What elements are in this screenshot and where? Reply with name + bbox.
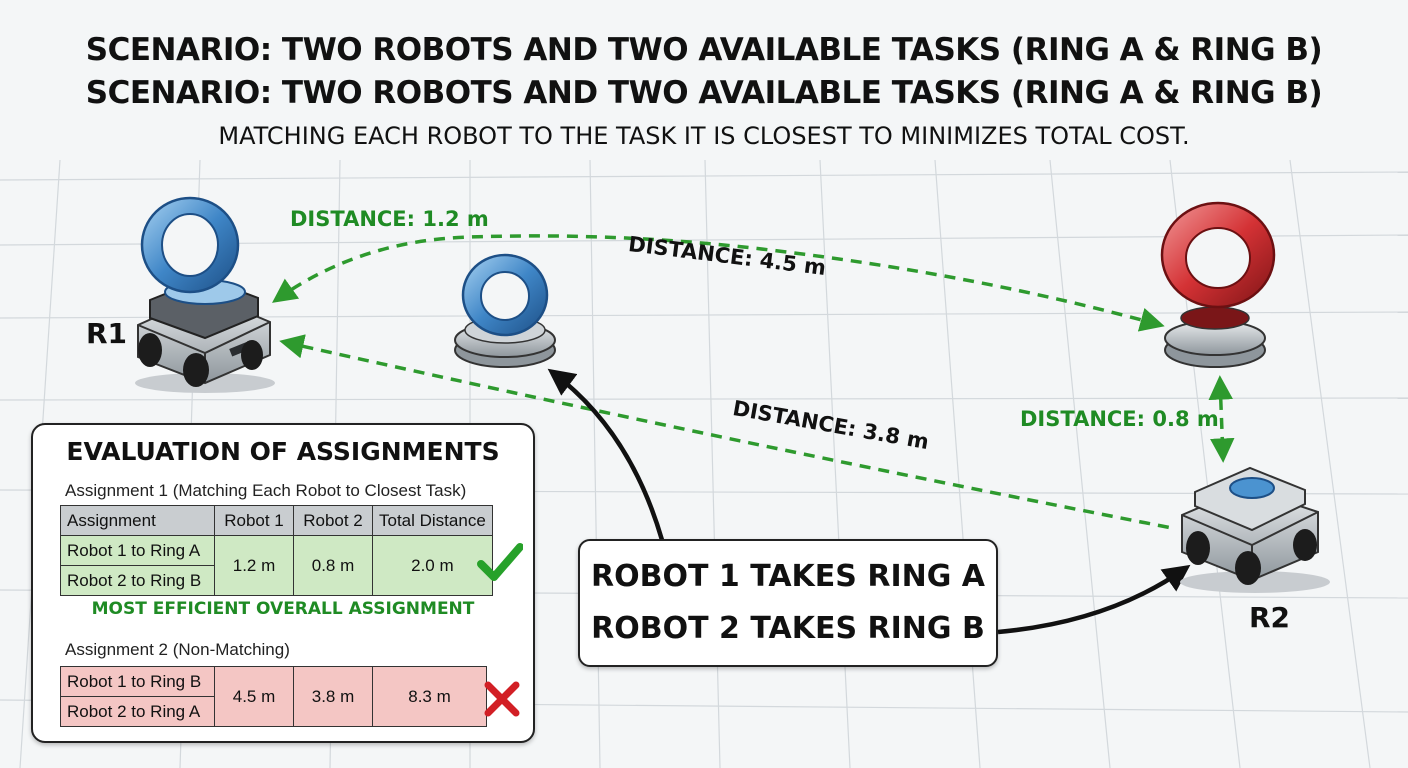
table-row: Robot 2 to Ring B [60, 565, 493, 596]
ring-b-illustration [1160, 201, 1276, 368]
assignment-1-total: 2.0 m [372, 535, 493, 596]
header-robot-2: Robot 2 [293, 505, 373, 536]
table-header-row: Assignment Robot 1 Robot 2 Total Distanc… [60, 505, 493, 536]
assignment-2-caption: Assignment 2 (Non-Matching) [65, 640, 290, 659]
distance-r2-ring-b: DISTANCE: 0.8 m [1020, 407, 1219, 431]
table-row: Robot 1 to Ring B 4.5 m 3.8 m 8.3 m [60, 666, 487, 727]
assignment-2-robot-1: 4.5 m [214, 666, 294, 727]
robot-1-label: R1 [86, 317, 128, 350]
assignment-2-row-2: Robot 2 to Ring A [60, 696, 215, 727]
assignment-2-robot-2: 3.8 m [293, 666, 373, 727]
result-callout: ROBOT 1 TAKES RING A ROBOT 2 TAKES RING … [578, 539, 998, 667]
robot-1-illustration [135, 196, 275, 393]
arrow-r1-ring-a [272, 234, 1165, 332]
assignment-1-row-1: Robot 1 to Ring A [60, 535, 215, 566]
assignment-1-caption: Assignment 1 (Matching Each Robot to Clo… [65, 481, 467, 500]
verdict-text: MOST EFFICIENT OVERALL ASSIGNMENT [91, 599, 475, 619]
ring-a-illustration [454, 253, 556, 368]
arrow-result-to-r2 [997, 564, 1191, 635]
assignment-1-robot-2: 0.8 m [293, 535, 373, 596]
title-line-1: SCENARIO: TWO ROBOTS AND TWO AVAILABLE T… [85, 32, 1323, 68]
result-line-2: ROBOT 2 TAKES RING B [591, 611, 985, 646]
subtitle: MATCHING EACH ROBOT TO THE TASK IT IS CL… [218, 122, 1190, 150]
result-line-1: ROBOT 1 TAKES RING A [591, 559, 985, 594]
header-robot-1: Robot 1 [214, 505, 294, 536]
header-assignment: Assignment [60, 505, 215, 536]
arrow-result-to-ring-a [547, 368, 665, 541]
cross-icon [484, 681, 520, 717]
table-row: Robot 2 to Ring A [60, 696, 487, 727]
title-line-2: SCENARIO: TWO ROBOTS AND TWO AVAILABLE T… [85, 75, 1323, 111]
robot-2-label: R2 [1249, 601, 1291, 634]
assignment-2-row-1: Robot 1 to Ring B [60, 666, 215, 697]
assignment-1-robot-1: 1.2 m [214, 535, 294, 596]
evaluation-panel: EVALUATION OF ASSIGNMENTS Assignment 1 (… [31, 423, 535, 743]
assignment-2-table: Robot 1 to Ring B 4.5 m 3.8 m 8.3 m Robo… [60, 666, 487, 727]
distance-r1-ring-a: DISTANCE: 1.2 m [290, 207, 489, 231]
header-total-distance: Total Distance [372, 505, 493, 536]
evaluation-title: EVALUATION OF ASSIGNMENTS [66, 437, 500, 466]
check-icon [477, 543, 523, 581]
assignment-1-table: Assignment Robot 1 Robot 2 Total Distanc… [60, 505, 493, 596]
assignment-2-total: 8.3 m [372, 666, 487, 727]
robot-2-illustration [1180, 466, 1330, 593]
table-row: Robot 1 to Ring A 1.2 m 0.8 m 2.0 m [60, 535, 493, 596]
arrow-r2-ring-b [1208, 375, 1235, 463]
assignment-1-row-2: Robot 2 to Ring B [60, 565, 215, 596]
